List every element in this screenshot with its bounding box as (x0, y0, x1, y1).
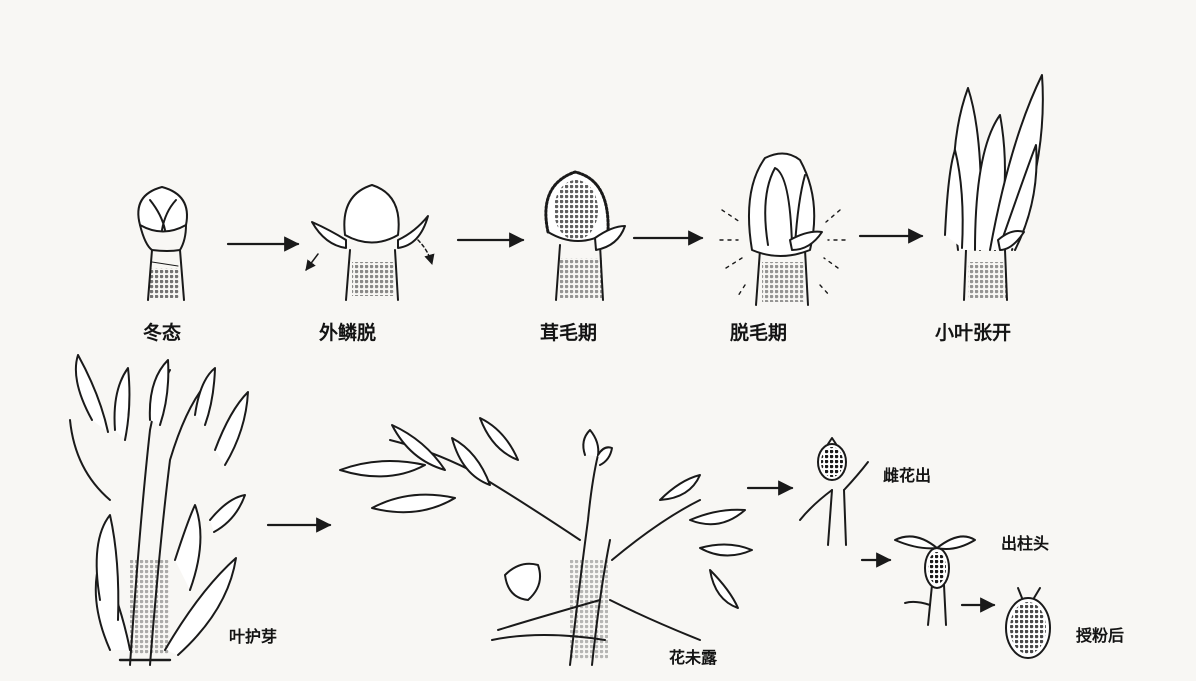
label-outer-scale-drop: 外鳞脱 (319, 318, 376, 345)
outer-scale-drop-bud (306, 185, 432, 300)
label-fuzzy-stage: 茸毛期 (540, 318, 597, 345)
label-stigma-out: 出柱头 (1001, 530, 1049, 554)
label-hair-drop-stage: 脱毛期 (730, 318, 787, 345)
leaf-protect-bud-branch (70, 355, 248, 665)
label-female-flower-out: 雌花出 (883, 462, 931, 486)
label-flower-not-exposed: 花未露 (669, 644, 717, 668)
label-after-pollination: 授粉后 (1076, 622, 1124, 646)
hair-drop-stage-bud (720, 153, 845, 305)
fuzzy-stage-bud (546, 172, 625, 300)
label-winter: 冬态 (143, 318, 181, 345)
flower-not-exposed-branch (340, 418, 752, 665)
small-leaves-open-shoot (945, 75, 1043, 300)
winter-bud (138, 187, 187, 300)
label-small-leaves-open: 小叶张开 (935, 318, 1011, 345)
label-leaf-protect-bud: 叶护芽 (229, 623, 277, 647)
